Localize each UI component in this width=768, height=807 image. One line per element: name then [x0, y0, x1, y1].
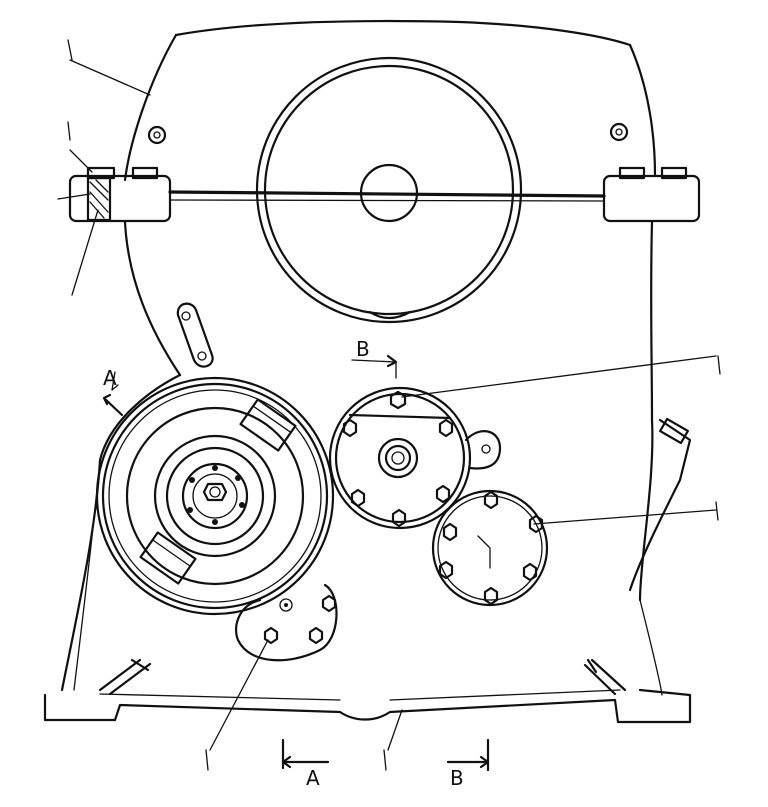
large-bearing-housing — [95, 376, 335, 616]
link-bracket — [176, 302, 214, 368]
cover-screws — [147, 122, 629, 145]
output-bearing-cover — [431, 489, 549, 607]
section-marker-a-bottom — [281, 738, 330, 770]
housing-upper-casing — [123, 19, 657, 422]
section-marker-b-top — [351, 354, 398, 379]
split-line-flange — [68, 166, 701, 223]
section-label-b-top: B — [356, 337, 370, 361]
section-marker-b-bottom — [446, 738, 490, 772]
flange-bolt-right-1 — [618, 166, 646, 180]
leader-lines — [57, 39, 721, 771]
section-label-a-top: A — [103, 366, 117, 390]
dowel-pin-section — [86, 176, 112, 222]
section-label-b-bottom: B — [450, 766, 464, 790]
flange-bolt-right-2 — [660, 166, 688, 180]
clamp-block-lower — [139, 531, 197, 585]
housing-lower-casing — [43, 373, 692, 724]
section-label-a-bottom: A — [306, 766, 320, 790]
section-marker-a-top — [102, 371, 124, 417]
top-bearing-cover — [255, 56, 523, 324]
clamp-block-upper — [239, 398, 297, 452]
small-cover-lower — [234, 583, 338, 662]
flange-bolt-left-2 — [131, 166, 159, 180]
intermediate-bearing-cover — [328, 386, 502, 530]
